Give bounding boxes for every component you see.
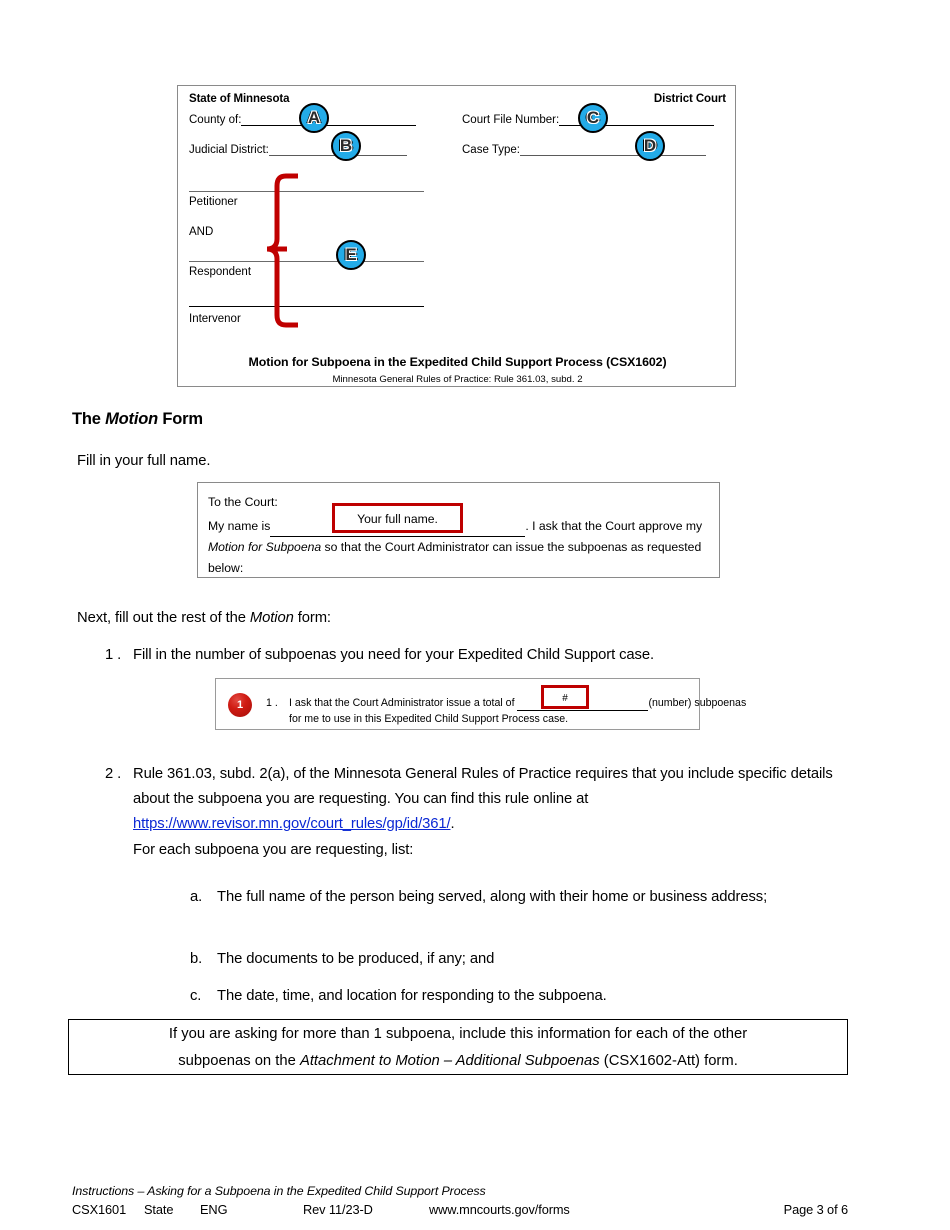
marker-b: B (331, 131, 361, 161)
sub-item-a-text: The full name of the person being served… (217, 889, 768, 905)
step-1-number: 1 . (105, 647, 122, 663)
my-name-line: My name is . I ask that the Court approve… (208, 516, 702, 537)
form-intervenor-label: Intervenor (189, 313, 241, 325)
form-judicial-row: Judicial District: (189, 143, 407, 156)
form-casetype-blank[interactable] (519, 143, 706, 156)
motion-sentence-rest: so that the Court Administrator can issu… (321, 540, 702, 554)
sub-item-c-marker: c. (190, 988, 202, 1004)
my-name-blank[interactable] (270, 523, 526, 537)
form-respondent-line[interactable] (189, 261, 424, 262)
form-title: Motion for Subpoena in the Expedited Chi… (248, 355, 667, 369)
form-preview-inner: State of Minnesota District Court County… (189, 93, 726, 385)
page-heading-post: Form (158, 410, 203, 428)
footer-language: ENG (200, 1202, 228, 1217)
sub-item-b-marker: b. (190, 951, 203, 967)
motion-sentence: Motion for Subpoena so that the Court Ad… (208, 537, 701, 558)
bottom-callout-line2: subpoenas on the Attachment to Motion – … (69, 1048, 847, 1075)
sub-item-b-text: The documents to be produced, if any; an… (217, 951, 495, 967)
item1-snippet-box: 1 1 . I ask that the Court Administrator… (215, 678, 746, 730)
your-full-name-callout: Your full name. (332, 503, 463, 533)
sub-item-c-text: The date, time, and location for respond… (217, 988, 607, 1004)
bottom-callout-line2-pre: subpoenas on the (178, 1053, 300, 1069)
form-county-blank[interactable] (241, 113, 417, 126)
form-petitioner-line[interactable] (189, 191, 424, 192)
footer-page-number: Page 3 of 6 (783, 1202, 848, 1217)
form-intervenor-line[interactable] (189, 306, 424, 307)
bottom-callout-form-name: Attachment to Motion – Additional Subpoe… (299, 1053, 600, 1069)
marker-a: A (299, 103, 329, 133)
form-respondent-label: Respondent (189, 266, 252, 278)
next-intro-emphasis: Motion (249, 610, 294, 626)
form-and-label: AND (189, 226, 214, 238)
footer-form-number: CSX1601 (72, 1202, 127, 1217)
page-heading: The Motion Form (72, 410, 203, 429)
revisor-rule-link[interactable]: https://www.revisor.mn.gov/court_rules/g… (133, 816, 451, 832)
motion-sentence-emphasis: Motion for Subpoena (208, 540, 322, 554)
form-courtfile-label: Court File Number: (462, 114, 560, 126)
intro-paragraph: Fill in your full name. (77, 453, 211, 469)
footer-revision: Rev 11/23-D (303, 1202, 373, 1217)
bottom-callout-line1: If you are asking for more than 1 subpoe… (168, 1026, 748, 1042)
form-court-header: District Court (653, 93, 726, 105)
step-2-line1: Rule 361.03, subd. 2(a), of the Minnesot… (133, 766, 735, 782)
bottom-callout-box: If you are asking for more than 1 subpoe… (68, 1019, 848, 1075)
form-state-header: State of Minnesota (189, 93, 290, 105)
court-snippet-box: To the Court: My name is . I ask that the… (197, 482, 720, 578)
marker-d: D (635, 131, 665, 161)
step-2-sub-intro: For each subpoena you are requesting, li… (133, 842, 414, 858)
page-heading-pre: The (72, 410, 106, 428)
footer-website: www.mncourts.gov/forms (429, 1202, 570, 1217)
form-petitioner-label: Petitioner (189, 196, 238, 208)
footer-title: Instructions – Asking for a Subpoena in … (72, 1184, 486, 1198)
item1-line2: for me to use in this Expedited Child Su… (289, 713, 569, 725)
form-courtfile-row: Court File Number: (462, 113, 715, 126)
form-casetype-row: Case Type: (462, 143, 706, 156)
form-county-label: County of: (189, 114, 242, 126)
page-heading-emphasis: Motion (105, 410, 158, 428)
item1-number-blank[interactable] (517, 699, 649, 711)
step-2-text: Rule 361.03, subd. 2(a), of the Minnesot… (133, 762, 845, 837)
step-2-line2: specific details about the subpoena you … (133, 766, 833, 807)
my-name-label: My name is (208, 519, 271, 533)
step-2-link-suffix: . (450, 816, 455, 832)
to-the-court-label: To the Court: (208, 495, 278, 509)
step-badge-1: 1 (228, 693, 252, 717)
item1-line1-post: (number) subpoenas (648, 697, 747, 709)
next-intro-pre: Next, fill out the rest of the (77, 610, 250, 626)
item1-number: 1 . (266, 697, 278, 709)
step-1-text: Fill in the number of subpoenas you need… (133, 647, 654, 663)
marker-c: C (578, 103, 608, 133)
item1-line1: I ask that the Court Administrator issue… (289, 695, 746, 711)
motion-sentence-below: below: (208, 561, 244, 575)
marker-e: E (336, 240, 366, 270)
step-2-number: 2 . (105, 766, 122, 782)
footer-scope: State (144, 1202, 174, 1217)
red-brace-annotation (262, 173, 300, 331)
bottom-callout-line2-post: (CSX1602-Att) form. (599, 1053, 738, 1069)
form-judicial-label: Judicial District: (189, 144, 269, 156)
my-name-suffix: . I ask that the Court approve my (525, 519, 703, 533)
form-courtfile-blank[interactable] (559, 113, 715, 126)
form-subtitle: Minnesota General Rules of Practice: Rul… (332, 374, 583, 385)
next-intro-paragraph: Next, fill out the rest of the Motion fo… (77, 606, 331, 631)
sub-item-a-marker: a. (190, 889, 203, 905)
item1-number-field-callout: # (541, 685, 589, 709)
next-intro-post: form: (293, 610, 331, 626)
form-casetype-label: Case Type: (462, 144, 520, 156)
item1-line1-pre: I ask that the Court Administrator issue… (289, 697, 515, 709)
form-county-row: County of: (189, 113, 417, 126)
